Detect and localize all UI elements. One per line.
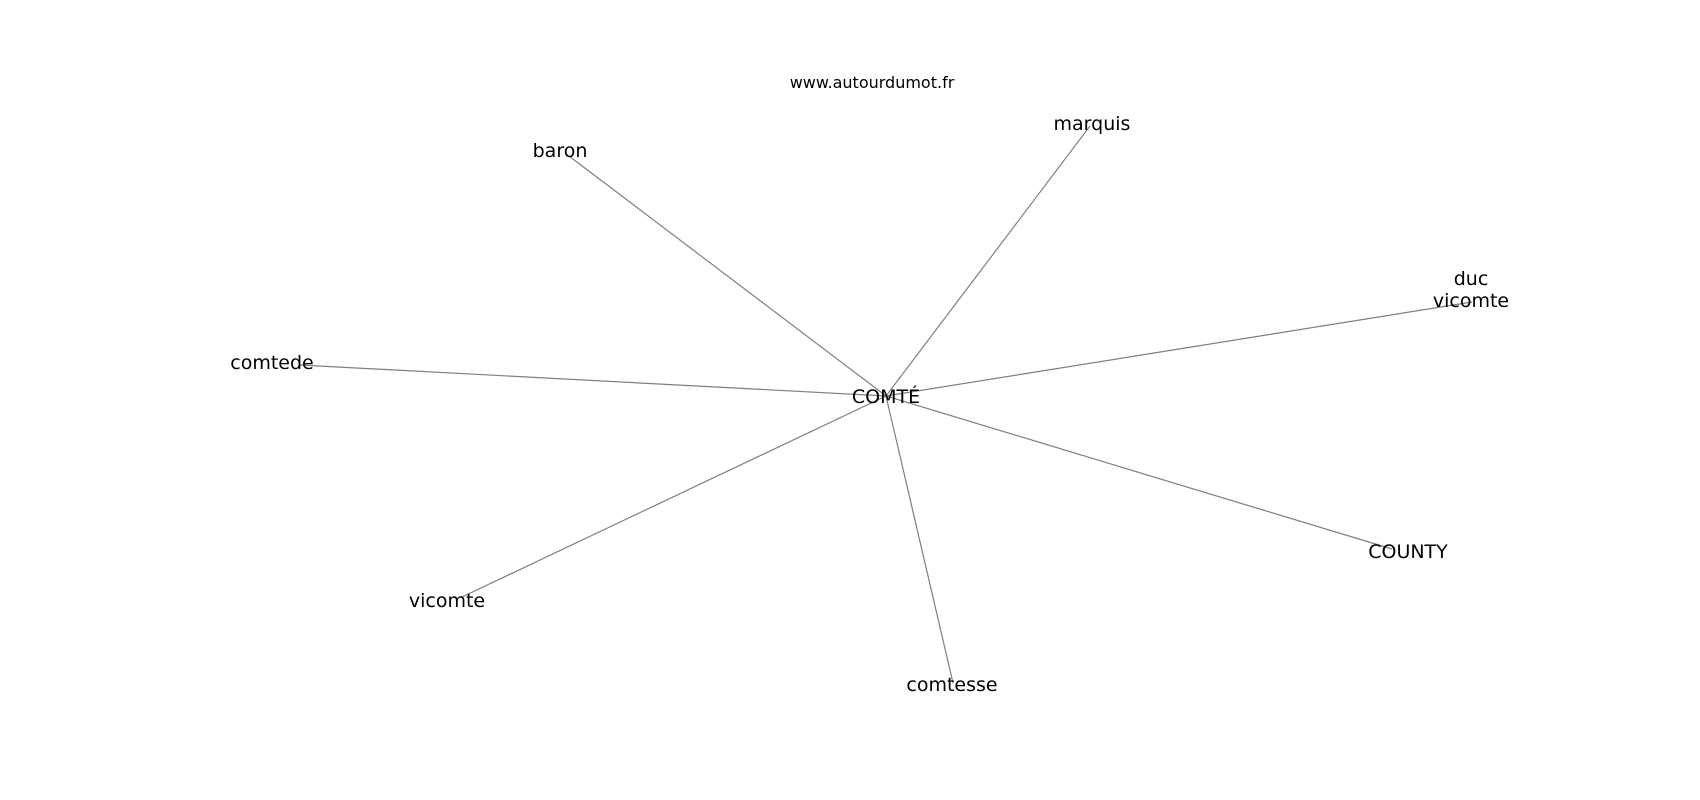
node-label-vicomte[interactable]: vicomte	[409, 590, 485, 612]
graph-edge	[885, 125, 1091, 397]
node-label-comtede[interactable]: comtede	[230, 352, 313, 374]
node-label-comtesse[interactable]: comtesse	[906, 674, 997, 696]
graph-edge	[564, 152, 887, 397]
node-label-baron[interactable]: baron	[533, 140, 588, 162]
graph-edges	[299, 125, 1473, 684]
graph-edge	[885, 395, 954, 684]
graph-edge	[885, 395, 1393, 550]
graph-edge	[885, 301, 1473, 397]
site-watermark: www.autourdumot.fr	[790, 73, 955, 92]
node-label-county[interactable]: COUNTY	[1368, 541, 1448, 563]
node-label-marquis[interactable]: marquis	[1054, 113, 1131, 135]
graph-edge	[299, 364, 887, 397]
graph-edge	[461, 395, 887, 598]
center-node-label[interactable]: COMTÉ	[852, 385, 920, 408]
